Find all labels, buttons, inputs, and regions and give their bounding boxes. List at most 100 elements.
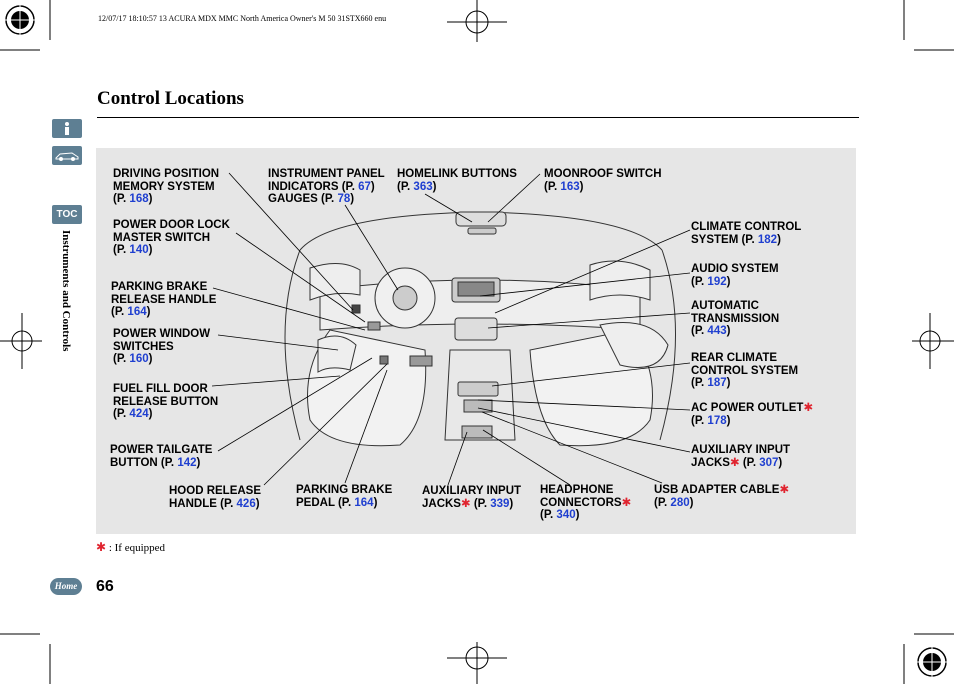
page-suffix: ) — [579, 180, 584, 193]
page-suffix: ) — [148, 193, 153, 205]
page-prefix: SYSTEM (P. — [691, 233, 758, 246]
page-prefix: (P. — [654, 496, 671, 509]
page-link[interactable]: 164 — [127, 306, 147, 318]
label-line: PARKING BRAKE — [111, 281, 208, 293]
if-equipped-marker: ✱ — [621, 496, 632, 509]
car-icon[interactable] — [52, 146, 82, 165]
label-text: JACKS — [691, 456, 730, 469]
label-ac-power-outlet: AC POWER OUTLET✱ (P. 178) — [691, 402, 813, 427]
label-aux-input-front: AUXILIARY INPUT JACKS✱ (P. 339) — [422, 485, 521, 510]
page-prefix: (P. — [691, 414, 708, 427]
label-line: HOMELINK BUTTONS — [397, 168, 517, 180]
page-prefix: (P. — [111, 306, 128, 318]
home-button[interactable]: Home — [50, 578, 82, 595]
label-climate-control: CLIMATE CONTROL SYSTEM (P. 182) — [691, 221, 801, 246]
page-link[interactable]: 426 — [236, 497, 256, 510]
page-link[interactable]: 182 — [757, 233, 778, 246]
page-link[interactable]: 339 — [490, 497, 510, 510]
label-line: CONTROL SYSTEM — [691, 364, 799, 377]
label-power-tailgate: POWER TAILGATE BUTTON (P. 142) — [110, 444, 212, 469]
label-line: FUEL FILL DOOR — [113, 383, 208, 395]
label-line: RELEASE HANDLE — [111, 293, 217, 306]
label-line: POWER DOOR LOCK — [113, 219, 230, 231]
page-link[interactable]: 78 — [337, 193, 351, 205]
leader-lines — [211, 172, 691, 486]
if-equipped-marker: ✱ — [803, 402, 814, 414]
page-link[interactable]: 280 — [670, 496, 690, 509]
page-prefix: HANDLE (P. — [169, 497, 237, 510]
page-link[interactable]: 163 — [560, 180, 580, 193]
footnote: ✱ : If equipped — [96, 540, 165, 555]
page-link[interactable]: 140 — [129, 244, 149, 256]
page-prefix: (P. — [691, 275, 708, 288]
label-line: REAR CLIMATE — [691, 352, 778, 364]
label-line: DRIVING POSITION — [113, 168, 220, 180]
label-text: CONNECTORS — [540, 496, 622, 509]
page-link[interactable]: 363 — [413, 180, 433, 193]
page-prefix: (P. — [113, 353, 130, 365]
page-suffix: ) — [726, 414, 731, 427]
page-link[interactable]: 142 — [177, 456, 197, 469]
page-link[interactable]: 443 — [707, 325, 727, 337]
footnote-text: : If equipped — [108, 542, 166, 554]
page-link[interactable]: 178 — [707, 414, 727, 427]
page-suffix: ) — [350, 193, 355, 205]
page-suffix: ) — [509, 497, 514, 510]
label-parking-brake-pedal: PARKING BRAKE PEDAL (P. 164) — [296, 484, 392, 509]
label-fuel-fill-door: FUEL FILL DOOR RELEASE BUTTON (P. 424) — [113, 383, 218, 421]
if-equipped-marker: ✱ — [729, 456, 740, 469]
page-suffix: ) — [373, 496, 378, 509]
toc-label: TOC — [56, 209, 78, 220]
page-prefix: (P. — [544, 180, 561, 193]
label-line: AUXILIARY INPUT — [422, 485, 522, 497]
page-link[interactable]: 187 — [707, 377, 727, 389]
if-equipped-marker: ✱ — [779, 484, 790, 496]
label-driving-position-memory: DRIVING POSITION MEMORY SYSTEM (P. 168) — [113, 168, 219, 206]
label-line: HOOD RELEASE — [169, 485, 262, 497]
page-suffix: ) — [778, 456, 783, 469]
page-link[interactable]: 67 — [358, 180, 371, 193]
page-suffix: ) — [255, 497, 260, 510]
car-interior-drawing — [284, 211, 676, 447]
label-text: JACKS — [422, 497, 461, 510]
page-suffix: ) — [726, 275, 731, 288]
page-title: Control Locations — [97, 88, 244, 109]
home-label: Home — [54, 581, 78, 591]
page-suffix: ) — [726, 325, 731, 337]
page-link[interactable]: 424 — [129, 408, 149, 420]
label-line: MEMORY SYSTEM — [113, 180, 215, 193]
page-prefix: (P. — [113, 193, 130, 205]
page-prefix: (P. — [397, 180, 414, 193]
label-line: HEADPHONE — [540, 484, 614, 496]
registration-targets — [4, 4, 948, 678]
label-aux-input-rear: AUXILIARY INPUT JACKS✱ (P. 307) — [691, 444, 790, 469]
page-prefix: (P. — [739, 456, 760, 469]
page-prefix: (P. — [113, 244, 130, 256]
info-icon[interactable] — [52, 119, 82, 138]
label-headphone-connectors: HEADPHONE CONNECTORS✱ (P. 340) — [540, 484, 631, 522]
label-usb-adapter-cable: USB ADAPTER CABLE✱ (P. 280) — [654, 484, 789, 509]
page-suffix: ) — [689, 496, 694, 509]
page-suffix: ) — [370, 180, 375, 193]
page-link[interactable]: 340 — [556, 509, 576, 521]
label-line: MASTER SWITCH — [113, 231, 211, 244]
label-automatic-transmission: AUTOMATIC TRANSMISSION (P. 443) — [691, 300, 779, 338]
page-suffix: ) — [148, 408, 153, 420]
page-link[interactable]: 160 — [129, 353, 149, 365]
page-prefix: BUTTON (P. — [110, 456, 178, 469]
page-link[interactable]: 307 — [759, 456, 779, 469]
page-link[interactable]: 168 — [129, 193, 149, 205]
page-link[interactable]: 164 — [354, 496, 374, 509]
section-tab: Instruments and Controls — [60, 230, 72, 352]
page-suffix: ) — [196, 456, 201, 469]
label-text: AC POWER OUTLET — [691, 402, 804, 414]
label-line: MOONROOF SWITCH — [544, 168, 662, 180]
toc-button[interactable]: TOC — [52, 205, 82, 224]
label-line: PARKING BRAKE — [296, 484, 393, 496]
if-equipped-marker: ✱ — [96, 540, 107, 554]
page-prefix: (P. — [470, 497, 491, 510]
page-suffix: ) — [777, 233, 781, 246]
label-instrument-panel: INSTRUMENT PANEL INDICATORS (P. 67) GAUG… — [268, 168, 385, 206]
page-link[interactable]: 192 — [707, 275, 727, 288]
